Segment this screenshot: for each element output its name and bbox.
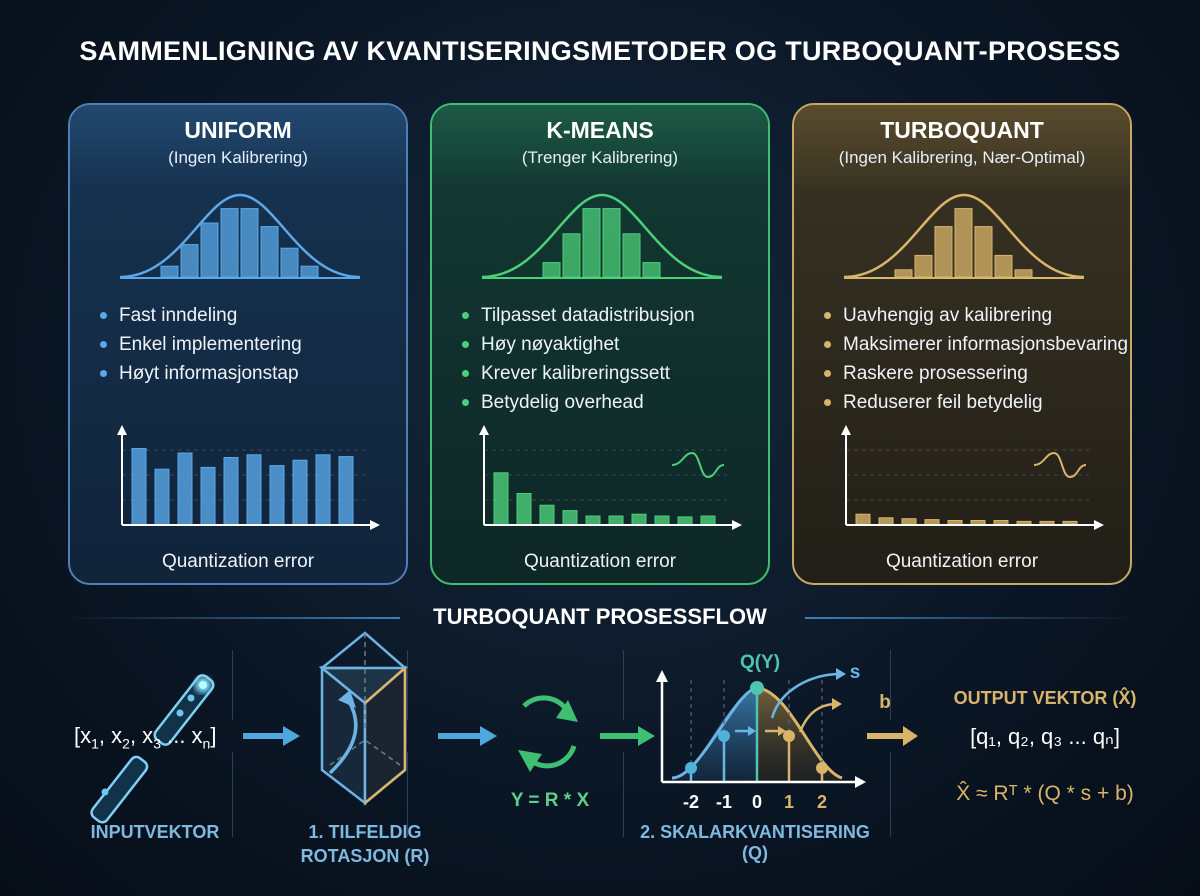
bullet-item: Maksimerer informasjonsbevaring [824,330,1128,359]
error-label: Quantization error [161,551,315,572]
bullet-item: Uavhengig av kalibrering [824,301,1128,330]
q-label: Q(Y) [739,652,781,673]
error-bar-chart [841,425,1104,530]
rotation-cube-icon [318,631,409,806]
vector-icon [90,674,215,824]
output-vector: [q₁, q₂, q₃ ... qₙ] [970,724,1120,749]
error-bar-chart [479,425,742,530]
tick-label: 1 [783,792,794,812]
arrow-icon [600,726,655,746]
error-label: Quantization error [523,551,677,572]
input-label: INPUTVEKTOR [90,822,220,842]
flow-title: TURBOQUANT PROSESSFLOW [433,604,767,629]
cycle-icon [518,695,578,772]
bullet-list: Fast inndeling Enkel implementering Høyt… [100,301,302,388]
error-label: Quantization error [885,551,1039,572]
bullet-list: Tilpasset datadistribusjon Høy nøyaktigh… [462,301,695,417]
kmeans-panel: K-MEANS (Trenger Kalibrering) Tilpasset d… [430,103,770,585]
panel-title: TURBOQUANT [880,117,1044,143]
bullet-item: Raskere prosessering [824,359,1128,388]
arrow-icon [243,726,300,746]
rotation-equation: Y = R * X [510,790,590,811]
tick-label: -1 [715,792,732,812]
panel-title: UNIFORM [184,117,292,143]
divider [805,617,1135,619]
wave-icon [1033,451,1087,479]
panel-title: K-MEANS [546,117,654,143]
bullet-item: Tilpasset datadistribusjon [462,301,695,330]
bullet-item: Fast inndeling [100,301,302,330]
divider [65,617,400,619]
error-bar-chart [117,425,380,530]
input-vector: [x1, x2, x3 ... xn] [74,723,217,752]
turboquant-panel: TURBOQUANT (Ingen Kalibrering, Nær-Optima… [792,103,1132,585]
distribution-histogram [481,193,723,279]
tick-label: 0 [751,792,762,812]
bullet-item: Reduserer feil betydelig [824,388,1128,417]
bell-curve [119,193,361,279]
arrow-icon [867,726,918,746]
wave-icon [671,451,725,479]
quantization-label: 2. SKALARKVANTISERING (Q) [640,822,870,863]
b-label: b [879,692,891,713]
rotation-label: 1. TILFELDIG [308,822,422,842]
bullet-item: Betydelig overhead [462,388,695,417]
panel-subtitle: (Trenger Kalibrering) [521,148,679,167]
arrow-icon [438,726,497,746]
panel-subtitle: (Ingen Kalibrering, Nær-Optimal) [838,148,1086,167]
bullet-item: Enkel implementering [100,330,302,359]
rotation-label: ROTASJON (R) [300,846,430,866]
panel-subtitle: (Ingen Kalibrering) [168,148,308,167]
distribution-histogram [119,193,361,279]
tick-label: 2 [816,792,827,812]
output-title: OUTPUT VEKTOR (X̂) [953,688,1137,708]
bullet-item: Høyt informasjonstap [100,359,302,388]
quantization-chart [656,668,866,788]
bell-curve [843,193,1085,279]
reconstruction-formula: X̂ ≈ Rᵀ * (Q * s + b) [956,782,1134,805]
bell-curve [481,193,723,279]
tick-label: -2 [682,792,699,812]
distribution-histogram [843,193,1085,279]
s-label: s [849,662,861,683]
bullet-item: Høy nøyaktighet [462,330,695,359]
uniform-panel: UNIFORM (Ingen Kalibrering) Fast inndelin… [68,103,408,585]
bullet-list: Uavhengig av kalibrering Maksimerer info… [824,301,1128,417]
bullet-item: Krever kalibreringssett [462,359,695,388]
page-title: SAMMENLIGNING AV KVANTISERINGSMETODER OG… [79,36,1121,66]
